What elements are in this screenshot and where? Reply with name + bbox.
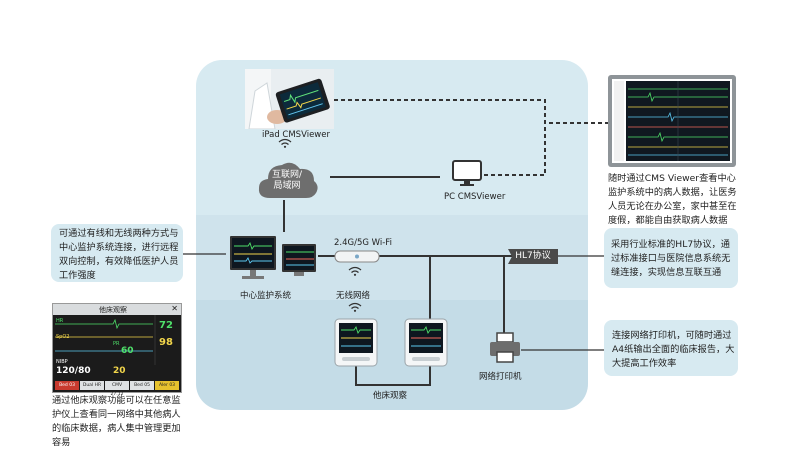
pr-label: PR (113, 341, 120, 347)
central-monitor-icon (230, 236, 316, 279)
wifi-icon (278, 138, 292, 148)
popup-titlebar: 他床观察 ✕ (53, 304, 181, 315)
popup-title: 他床观察 (99, 306, 127, 314)
bed-05-button[interactable]: Bed 05 (130, 381, 154, 390)
printer-icon (490, 332, 520, 363)
bedside-label: 他床观察 (373, 391, 408, 401)
pc-label: PC CMSViewer (444, 192, 506, 202)
dual-hr-button[interactable]: Dual HR (80, 381, 104, 390)
nibp-label: NIBP (56, 359, 68, 365)
ipad-photo (245, 69, 334, 129)
bedside-wifi-icon (348, 302, 362, 312)
nibp-value: 120/80 (56, 366, 91, 376)
bedside-zone (196, 300, 588, 410)
wireless-label: 无线网络 (336, 291, 371, 301)
spo2-value: 98 (159, 337, 173, 348)
cloud-icon (258, 162, 318, 198)
cmv-button[interactable]: CMV 27.12 (105, 381, 129, 397)
note-hl7: 采用行业标准的HL7协议，通过标准接口与医院信息系统无缝连接，实现信息互联互通 (611, 239, 731, 278)
bed-03-button[interactable]: Bed 03 (55, 381, 79, 390)
close-icon[interactable]: ✕ (171, 304, 178, 313)
resp-value: 20 (113, 366, 126, 376)
central-label: 中心监护系统 (240, 291, 292, 301)
ipad-cms-dashed-link (334, 99, 608, 124)
bedside-view-popup: 他床观察 ✕ HR 72 SpO2 98 PR 60 NIBP 120/80 2… (52, 303, 182, 397)
alert-button[interactable]: Aler 03 (155, 381, 179, 390)
printer-label: 网络打印机 (479, 372, 522, 382)
note-bedside-view: 通过他床观察功能可以在任意监护仪上查看同一网络中其他病人的临床数据，病人集中管理… (52, 395, 181, 448)
ipad-label: iPad CMSViewer (262, 130, 330, 140)
note-wired-wireless: 可通过有线和无线两种方式与中心监护系统连接，进行远程双向控制，有效降低医护人员工… (59, 228, 179, 281)
card-mid-left (51, 224, 183, 282)
popup-button-bar: Bed 03 Dual HR CMV 27.12 Bed 05 Aler 03 (55, 381, 179, 397)
card-mid-right (604, 228, 738, 288)
cloud-label: 互联网/ 局域网 (262, 170, 312, 192)
wifi-router-icon (334, 250, 380, 263)
wireless-wifi-icon (348, 266, 362, 276)
note-cms-viewer: 随时通过CMS Viewer查看中心监护系统中的病人数据，让医务人员无论在办公室… (608, 173, 737, 226)
bedside-monitor-1-icon (334, 318, 378, 367)
cloud-label-line2: 局域网 (273, 181, 301, 191)
cms-viewer-screenshot (608, 75, 736, 167)
pr-value: 60 (121, 346, 134, 356)
note-printer: 连接网络打印机，可随时通过A4纸输出全面的临床报告，大大提高工作效率 (612, 330, 735, 369)
cloud-label-line1: 互联网/ (271, 170, 303, 180)
bedside-monitor-2-icon (404, 318, 448, 367)
popup-waveforms (55, 315, 156, 365)
pc-monitor-icon (452, 160, 482, 186)
pc-cms-dashed-link (484, 123, 546, 176)
wifi-label: 2.4G/5G Wi-Fi (334, 238, 392, 248)
spo2-label: SpO2 (56, 334, 70, 340)
hl7-badge: HL7协议 (508, 249, 558, 264)
card-bot-right (604, 320, 738, 376)
hr-label: HR (56, 318, 64, 324)
hr-value: 72 (159, 320, 173, 331)
bedside-loop (355, 365, 431, 386)
